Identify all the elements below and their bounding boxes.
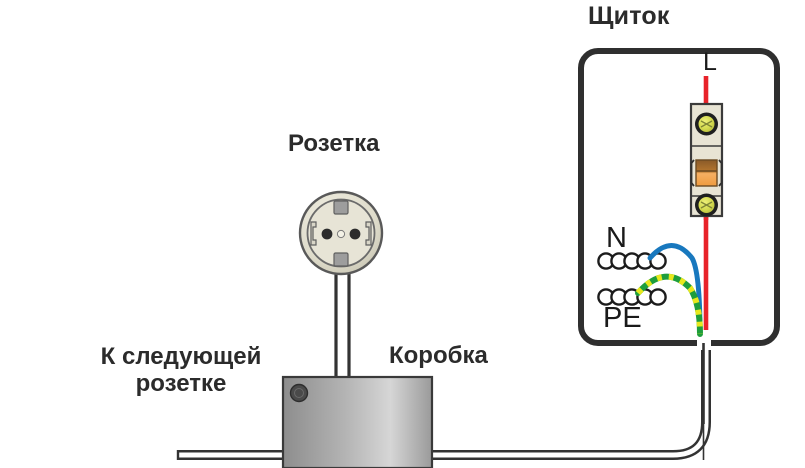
panel-label: Щиток <box>588 2 670 30</box>
socket-label: Розетка <box>288 130 380 157</box>
next-socket-label: К следующей розетке <box>100 343 262 397</box>
cable-box-to-next-socket <box>176 450 285 460</box>
distribution-panel <box>578 48 780 346</box>
neutral-conductor-label: N <box>606 222 627 254</box>
junction-box-label: Коробка <box>389 342 488 369</box>
junction-box <box>281 375 434 468</box>
schuko-socket <box>298 190 384 276</box>
line-conductor-label: L <box>703 48 717 76</box>
earth-conductor-wire <box>635 273 703 337</box>
earth-conductor-label: PE <box>603 302 642 334</box>
neutral-terminal-block <box>597 252 667 270</box>
cable-socket-to-box <box>334 268 351 380</box>
circuit-breaker <box>689 102 724 218</box>
